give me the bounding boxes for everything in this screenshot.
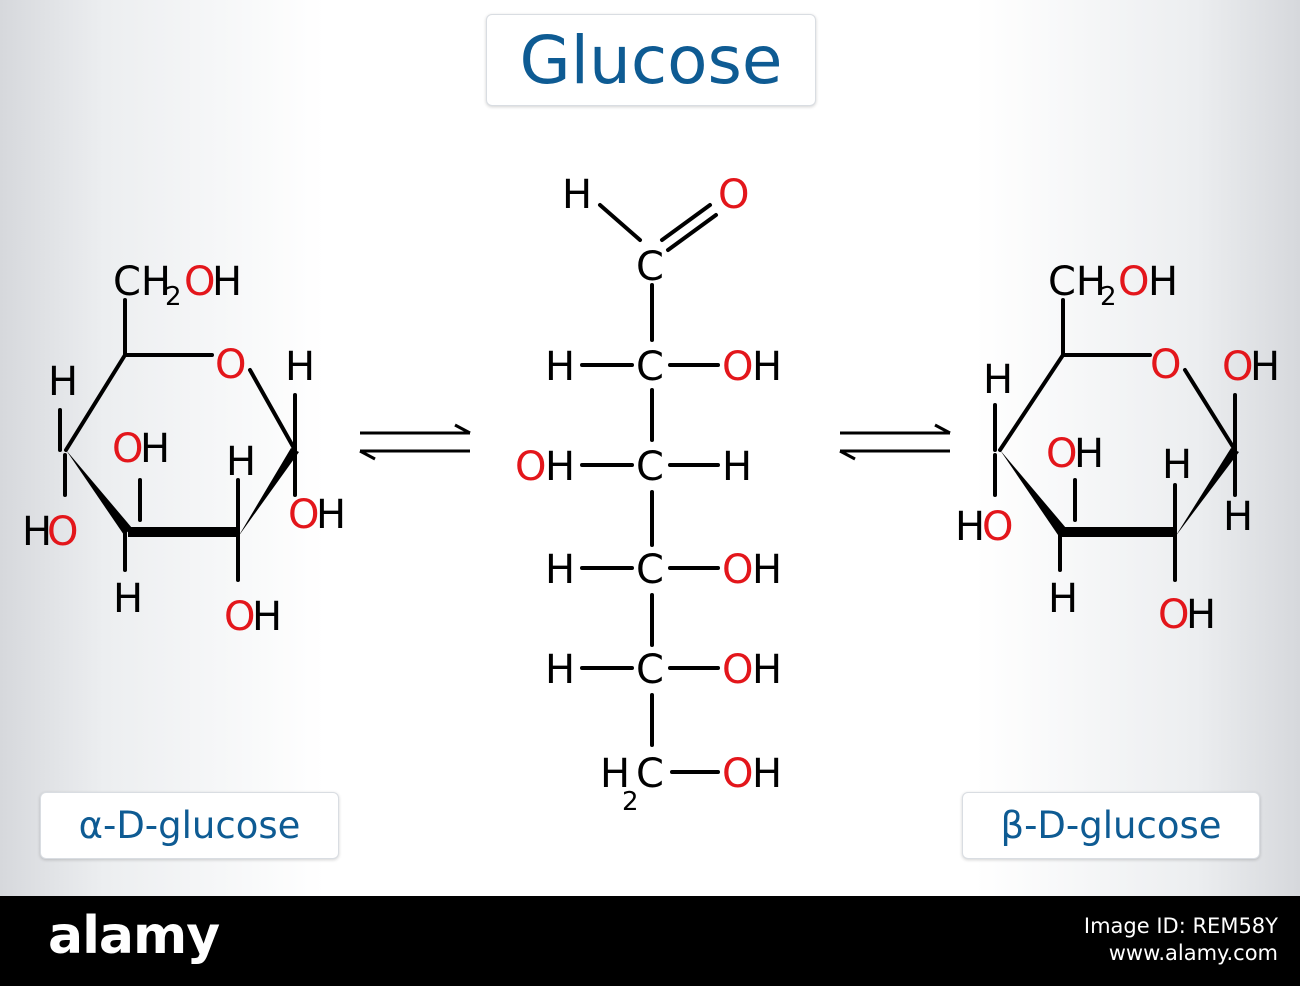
alpha-ring-oxygen: O bbox=[215, 342, 246, 388]
alpha-c3-oh-o: O bbox=[112, 426, 143, 472]
title-text: Glucose bbox=[519, 21, 783, 99]
beta-wedge-right bbox=[1175, 448, 1239, 537]
chain-c5-c: C bbox=[636, 647, 664, 693]
open-chain-glucose-structure: H O C H C O H O H C H H C O H H C O H H … bbox=[515, 172, 782, 817]
beta-ch2oh-h: H bbox=[1148, 259, 1178, 305]
chain-c3-c: C bbox=[636, 444, 664, 490]
equilibrium-arrow-right bbox=[839, 423, 951, 461]
alpha-ch2oh-sub: 2 bbox=[165, 282, 182, 312]
alpha-c1-oh-o: O bbox=[288, 492, 319, 538]
molecule-structures: CH 2 O H O H H O H H O H H O H O H bbox=[22, 172, 1280, 817]
chain-c4-c: C bbox=[636, 547, 664, 593]
chain-c3-ho-h: H bbox=[545, 444, 575, 490]
beta-c4-ho-o: O bbox=[982, 504, 1013, 550]
chain-c1-h: H bbox=[562, 172, 592, 218]
alpha-wedge-right bbox=[238, 448, 299, 537]
alamy-logo: alamy bbox=[48, 906, 220, 966]
chain-c6-h: H bbox=[600, 751, 630, 797]
alpha-wedge-bottom bbox=[128, 527, 238, 537]
alpha-c4-ho-h: H bbox=[22, 509, 52, 555]
alpha-wedge-left bbox=[66, 450, 132, 535]
chain-c3-ho-o: O bbox=[515, 444, 546, 490]
alpha-c4-h: H bbox=[48, 359, 78, 405]
beta-c1-oh-o: O bbox=[1222, 344, 1253, 390]
alpha-c1-h: H bbox=[285, 344, 315, 390]
beta-c3-oh-h: H bbox=[1074, 431, 1104, 477]
stock-footer-bar: alamy Image ID: REM58Y www.alamy.com bbox=[0, 896, 1300, 986]
chain-c4-h: H bbox=[545, 547, 575, 593]
site-url-text: www.alamy.com bbox=[1108, 941, 1278, 965]
beta-c3-h: H bbox=[1048, 576, 1078, 622]
beta-c2-h: H bbox=[1162, 442, 1192, 488]
alpha-d-glucose-structure: CH 2 O H O H H O H H O H H O H O H bbox=[22, 259, 346, 640]
alpha-c2-oh-o: O bbox=[224, 594, 255, 640]
beta-wedge-bottom bbox=[1062, 527, 1175, 537]
beta-glucose-label: β-D-glucose bbox=[962, 792, 1260, 859]
beta-c2-oh-h: H bbox=[1186, 592, 1216, 638]
chain-c5-oh-h: H bbox=[752, 647, 782, 693]
beta-c3-oh-o: O bbox=[1046, 431, 1077, 477]
chain-c6-sub: 2 bbox=[622, 787, 639, 817]
chain-c1-c: C bbox=[636, 244, 664, 290]
chain-c5-oh-o: O bbox=[722, 647, 753, 693]
alpha-ch2oh-h: H bbox=[212, 259, 242, 305]
chain-c6-oh-o: O bbox=[722, 751, 753, 797]
alpha-ch2oh-ch: CH bbox=[113, 259, 171, 305]
chain-c2-oh-h: H bbox=[752, 344, 782, 390]
chain-c4-oh-h: H bbox=[752, 547, 782, 593]
alpha-ring-bonds bbox=[58, 298, 297, 582]
beta-d-glucose-structure: CH 2 O H O O H H O H H H H O H O H bbox=[955, 259, 1280, 638]
alpha-c2-h: H bbox=[226, 439, 256, 485]
beta-ring-oxygen: O bbox=[1150, 342, 1181, 388]
alpha-c2-oh-h: H bbox=[252, 594, 282, 640]
beta-c1-oh-h: H bbox=[1250, 344, 1280, 390]
beta-glucose-text: β-D-glucose bbox=[1000, 804, 1222, 847]
equilibrium-arrow-left bbox=[359, 423, 471, 461]
chain-c6-oh-h: H bbox=[752, 751, 782, 797]
beta-ch2oh-o: O bbox=[1118, 259, 1149, 305]
beta-c4-h: H bbox=[983, 357, 1013, 403]
chain-bonds bbox=[580, 203, 720, 774]
beta-ch2oh-ch: CH bbox=[1048, 259, 1106, 305]
chain-c2-oh-o: O bbox=[722, 344, 753, 390]
beta-wedge-left bbox=[1000, 450, 1066, 535]
alpha-c4-ho-o: O bbox=[47, 509, 78, 555]
alpha-ch2oh-o: O bbox=[184, 259, 215, 305]
chain-c1-o: O bbox=[718, 172, 749, 218]
chain-c5-h: H bbox=[545, 647, 575, 693]
beta-ch2oh-sub: 2 bbox=[1100, 282, 1117, 312]
chain-c2-c: C bbox=[636, 344, 664, 390]
beta-c2-oh-o: O bbox=[1158, 592, 1189, 638]
chain-c2-h: H bbox=[545, 344, 575, 390]
alpha-c1-oh-h: H bbox=[316, 492, 346, 538]
image-id-text: Image ID: REM58Y bbox=[1083, 914, 1278, 938]
alpha-glucose-text: α-D-glucose bbox=[78, 804, 301, 847]
diagram-canvas: Glucose CH 2 O bbox=[0, 0, 1300, 896]
chain-c4-oh-o: O bbox=[722, 547, 753, 593]
alpha-glucose-label: α-D-glucose bbox=[40, 792, 339, 859]
image-id-info: Image ID: REM58Y www.alamy.com bbox=[1084, 913, 1278, 967]
beta-ring-bonds bbox=[993, 298, 1237, 582]
beta-c4-ho-h: H bbox=[955, 504, 985, 550]
chain-c3-h: H bbox=[722, 444, 752, 490]
chain-c6-c: C bbox=[636, 751, 664, 797]
alpha-c3-h: H bbox=[113, 576, 143, 622]
beta-c1-h: H bbox=[1223, 494, 1253, 540]
title-label: Glucose bbox=[486, 14, 816, 106]
alpha-c3-oh-h: H bbox=[140, 426, 170, 472]
